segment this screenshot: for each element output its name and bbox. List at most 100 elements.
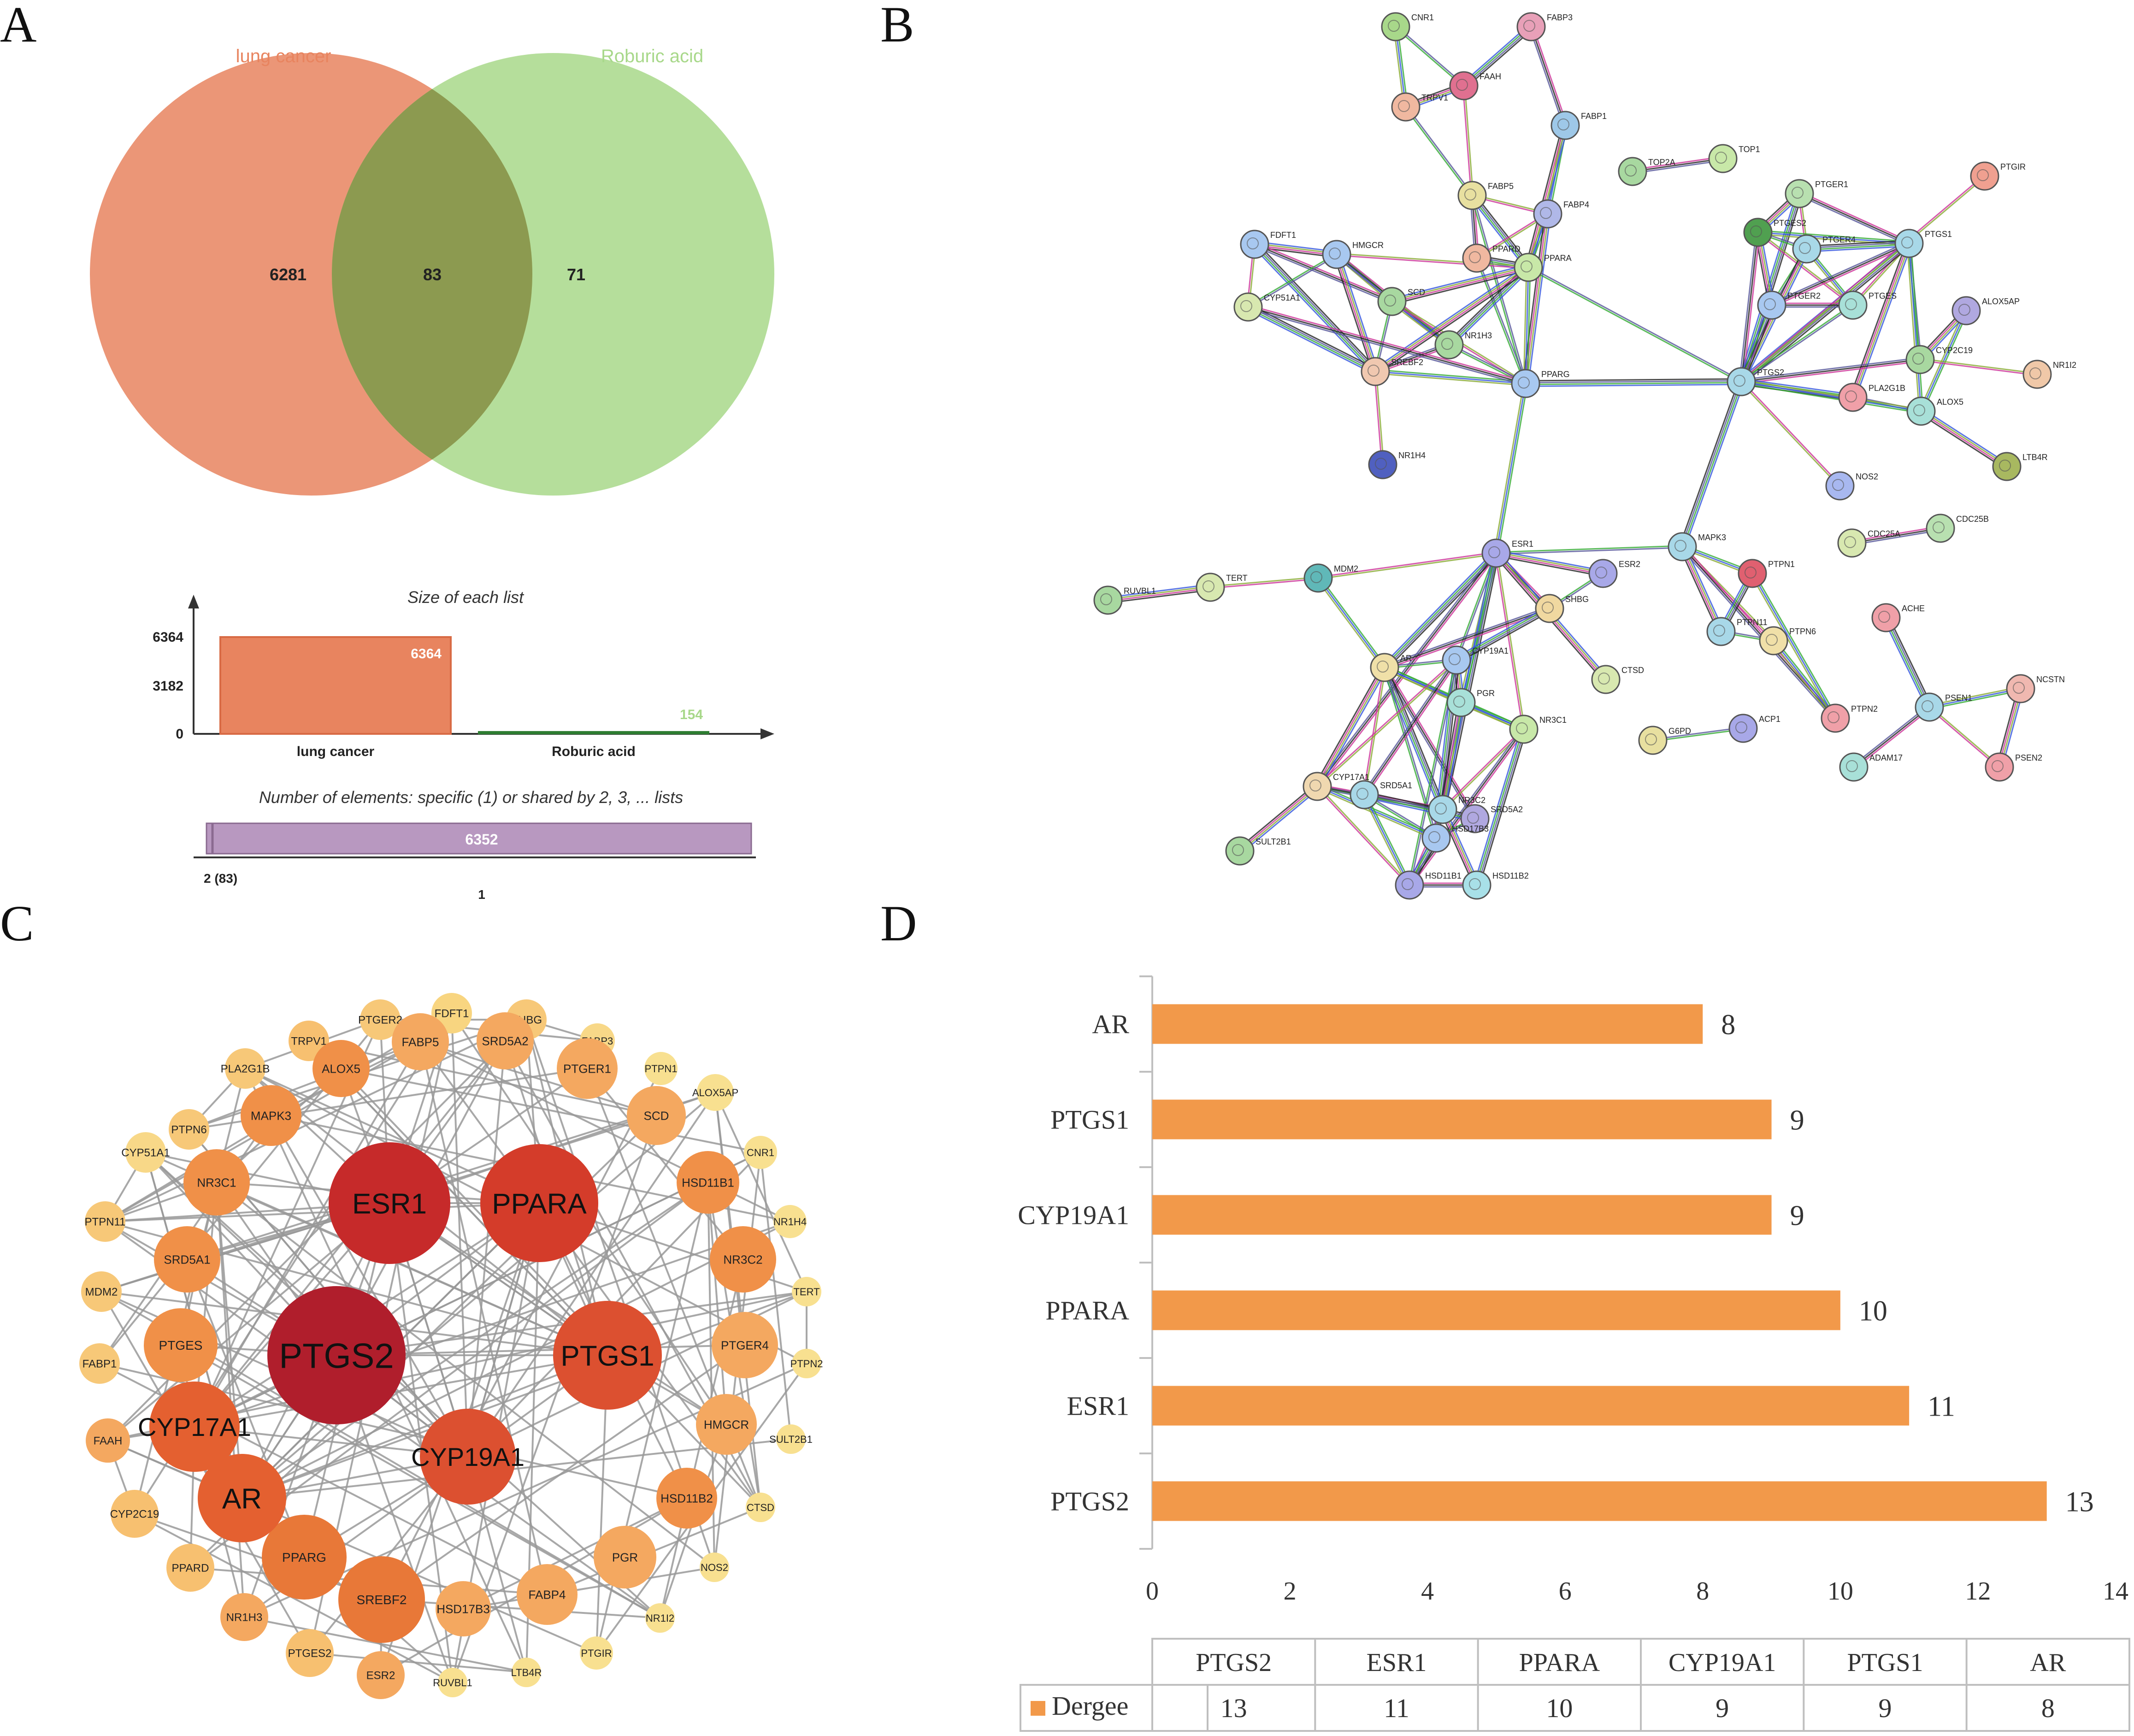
protein-structure-icon [1999,460,2011,472]
string-edge [1751,573,1836,719]
string-edge [1255,243,1377,372]
cyto-node: HSD11B2 [656,1468,717,1529]
x-tick-label: 12 [1965,1577,1991,1606]
string-node-label: NR1I2 [2053,360,2076,370]
string-edge [1317,660,1458,788]
cyto-node-circle [477,1012,534,1069]
string-edge [1444,553,1500,810]
cyto-node: LTB4R [511,1658,542,1687]
string-edge [1464,27,1533,87]
cyto-node-circle [773,1205,807,1238]
protein-structure-icon [1715,152,1727,164]
string-node-circle [1421,823,1451,853]
x-axis-arrow-icon [760,728,774,739]
cyto-edge [100,1291,311,1653]
string-node: PTGER2 [1757,290,1821,320]
string-edge [1337,254,1377,372]
cyto-node: SRD5A2 [477,1012,534,1069]
x-tick-label: 4 [1421,1577,1434,1606]
cyto-node: FABP5 [392,1013,449,1070]
string-node-label: CYP19A1 [1472,646,1509,655]
protein-structure-icon [1516,722,1528,734]
string-edge [1253,245,1392,304]
cyto-node-circle [144,1308,218,1382]
cyto-edge [216,1181,608,1356]
string-edge [1928,686,2021,706]
string-node-circle [1533,199,1562,229]
protein-structure-icon [1368,365,1379,377]
cyto-node-circle [357,1651,405,1699]
elements-chart-title: Number of elements: specific (1) or shar… [259,788,683,807]
string-edge [1443,703,1463,810]
string-edge [1922,408,2009,465]
cyto-hub-label: PPARA [492,1188,587,1220]
cyto-edge [463,1497,687,1610]
string-node: MDM2 [1303,563,1358,593]
string-edge [1807,245,1910,253]
degree-category-label: PPARA [1045,1296,1129,1326]
venn-shared-count: 83 [423,265,442,284]
string-edge [1335,254,1375,372]
string-node-label: CDC25B [1956,514,1989,524]
string-edge [1910,243,1924,411]
string-node-label: SCD [1408,288,1425,297]
protein-structure-icon [1922,700,1934,712]
degree-bar [1152,1099,1772,1140]
cyto-node-label: LTB4R [511,1667,542,1678]
data-table-row-label: Dergee [1052,1691,1128,1721]
string-node-circle [1303,563,1333,593]
cyto-edge [242,1221,790,1499]
string-edge [1385,667,1444,809]
cyto-node: PTGES2 [286,1629,334,1677]
string-node-label: FABP4 [1563,200,1589,209]
x-tick-label: 8 [1696,1577,1709,1606]
string-node: SHBG [1535,594,1589,623]
table-header-cell: CYP19A1 [1668,1648,1776,1677]
size-bar-lung-cancer [219,636,452,735]
cyto-edge [244,1616,527,1673]
string-node-label: PTPN1 [1768,560,1795,569]
cyto-node: PTGER2 [358,999,402,1040]
degree-value-label: 8 [1721,1010,1735,1041]
cyto-node-label: ALOX5AP [692,1087,738,1098]
string-edge [1799,193,1910,244]
string-edge [1906,243,1920,412]
string-node-label: CDC25A [1868,529,1900,538]
string-edge [1404,107,1472,197]
cyto-node-circle [697,1074,734,1111]
x-tick-label: 10 [1827,1577,1853,1606]
string-edge [1854,708,1931,769]
string-node-circle [1985,752,2014,782]
string-node-circle [1837,528,1867,558]
string-edge [1852,705,1929,767]
string-node: PTPN6 [1759,626,1816,655]
string-edge [1800,191,1910,242]
string-edge [1362,795,1409,886]
string-node-circle [1894,229,1924,258]
table-value-cell: 9 [1715,1693,1729,1723]
string-node-label: FABP3 [1547,13,1573,22]
size-bar-roburic-acid [478,731,709,735]
string-edge [1396,25,1465,86]
string-edge [1449,267,1530,346]
cyto-edge [241,1181,709,1499]
cyto-edge [340,1068,761,1508]
protein-structure-icon [1645,733,1657,745]
string-node-circle [1093,585,1123,615]
cyto-node-circle [580,1636,613,1670]
protein-structure-icon [1750,225,1762,237]
string-edge [1441,728,1524,809]
protein-structure-icon [1456,79,1468,91]
cyto-node: SULT2B1 [769,1424,813,1454]
string-node-label: PTGER1 [1815,180,1848,189]
cyto-node-label: PGR [612,1550,638,1564]
string-edge [1362,658,1456,794]
cyto-node-label: TRPV1 [291,1035,326,1048]
string-edge [1497,384,1528,554]
string-edge [1495,383,1527,554]
string-edge [1315,667,1385,786]
degree-value-label: 10 [1859,1296,1887,1327]
protein-structure-icon [2029,367,2041,379]
cyto-node-label: CTSD [747,1502,774,1513]
string-edge [1679,380,1739,546]
